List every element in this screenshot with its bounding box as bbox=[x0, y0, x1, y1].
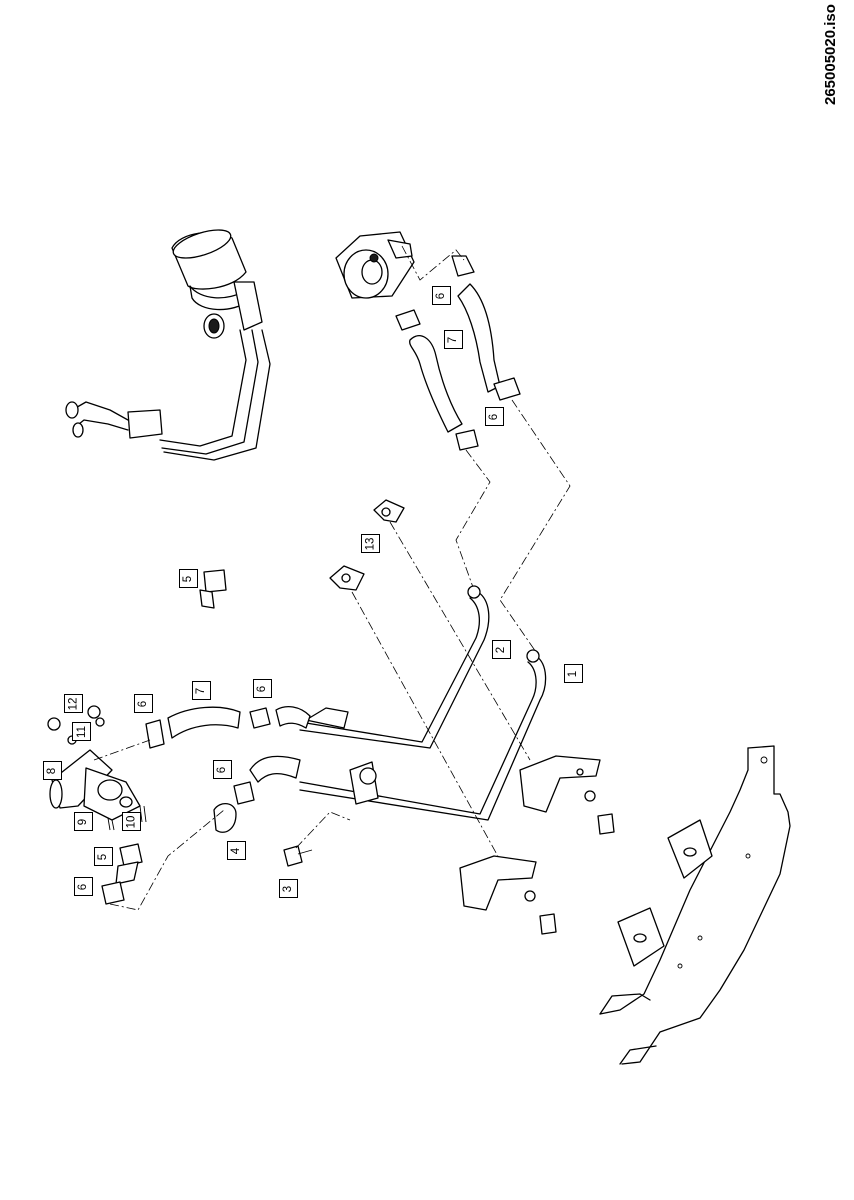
callout-label: 6 bbox=[77, 883, 90, 890]
mounting-brackets bbox=[459, 755, 615, 935]
callout-label: 5 bbox=[182, 575, 195, 582]
valve-housing bbox=[47, 705, 147, 831]
callout-label: 6 bbox=[435, 292, 448, 299]
oil-cooler-adapter bbox=[335, 231, 415, 299]
frame-rail bbox=[599, 745, 791, 1065]
callout-7: 7 bbox=[444, 330, 463, 349]
callout-label: 2 bbox=[495, 646, 508, 653]
callout-label: 6 bbox=[488, 413, 501, 420]
callout-1: 1 bbox=[564, 664, 583, 683]
callout-label: 7 bbox=[447, 336, 460, 343]
callout-5: 5 bbox=[94, 847, 113, 866]
fitting-5-lower bbox=[101, 843, 143, 905]
callout-7: 7 bbox=[192, 681, 211, 700]
callout-6: 6 bbox=[485, 407, 504, 426]
callout-label: 6 bbox=[256, 685, 269, 692]
callout-6: 6 bbox=[74, 877, 93, 896]
callout-label: 4 bbox=[230, 847, 243, 854]
callout-label: 11 bbox=[75, 725, 88, 738]
callout-label: 12 bbox=[67, 697, 80, 710]
callout-label: 3 bbox=[282, 885, 295, 892]
callout-label: 1 bbox=[567, 670, 580, 677]
callout-6: 6 bbox=[432, 286, 451, 305]
callout-6: 6 bbox=[134, 694, 153, 713]
callout-10: 10 bbox=[122, 812, 141, 831]
mid-hoses bbox=[145, 705, 311, 833]
callout-2: 2 bbox=[492, 640, 511, 659]
callout-label: 9 bbox=[77, 818, 90, 825]
callout-label: 7 bbox=[195, 687, 208, 694]
callout-8: 8 bbox=[43, 761, 62, 780]
callout-4: 4 bbox=[227, 841, 246, 860]
callout-label: 8 bbox=[46, 767, 59, 774]
callout-3: 3 bbox=[279, 879, 298, 898]
callout-13: 13 bbox=[361, 534, 380, 553]
callout-label: 6 bbox=[137, 700, 150, 707]
callout-6: 6 bbox=[253, 679, 272, 698]
callout-5: 5 bbox=[179, 569, 198, 588]
callout-6: 6 bbox=[213, 760, 232, 779]
callout-label: 5 bbox=[97, 853, 110, 860]
callout-label: 10 bbox=[125, 815, 138, 828]
oil-filter-pipe-assembly bbox=[65, 229, 271, 461]
callout-9: 9 bbox=[74, 812, 93, 831]
callout-label: 13 bbox=[364, 537, 377, 550]
callout-11: 11 bbox=[72, 722, 91, 741]
bolt-3 bbox=[283, 845, 313, 867]
fitting-5-upper bbox=[199, 569, 227, 609]
pipe-clamps bbox=[329, 499, 405, 591]
upper-hoses bbox=[395, 255, 521, 451]
steel-pipes bbox=[299, 585, 547, 821]
callout-label: 6 bbox=[216, 766, 229, 773]
callout-12: 12 bbox=[64, 694, 83, 713]
